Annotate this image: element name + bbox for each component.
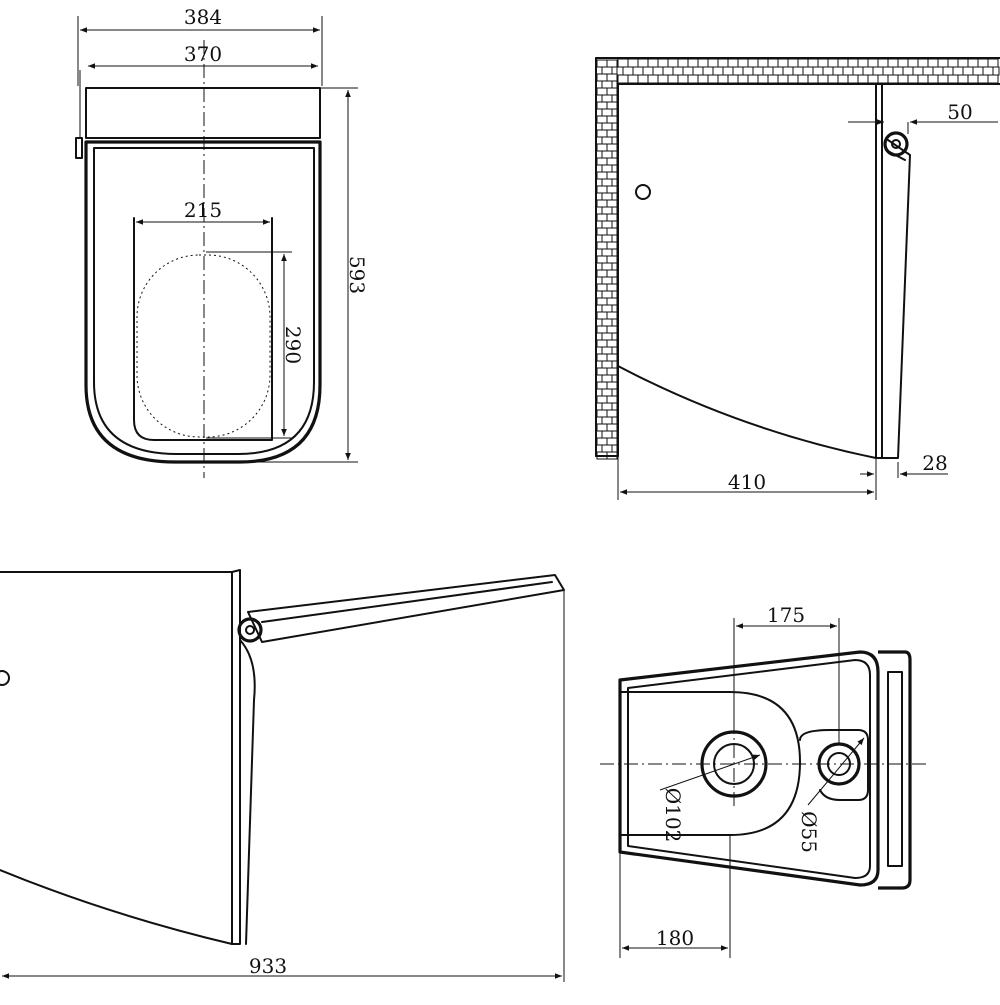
open-lid-view: 933 bbox=[0, 569, 565, 982]
dim-tank-width: 370 bbox=[184, 42, 222, 66]
dim-drain-offset: 180 bbox=[656, 926, 694, 950]
tank-outline bbox=[85, 87, 321, 139]
open-seat-curve bbox=[239, 639, 256, 945]
dim-leader-55 bbox=[807, 737, 865, 806]
open-mount-hole bbox=[0, 670, 10, 686]
open-lid-outline bbox=[247, 574, 565, 643]
dim-seat-thickness: 28 bbox=[922, 451, 947, 475]
dim-leader-102 bbox=[659, 754, 761, 791]
bottom-seat-strip bbox=[878, 650, 912, 890]
bottom-recess bbox=[619, 691, 801, 836]
dim-lid-offset: 50 bbox=[947, 100, 972, 124]
bowl-outline bbox=[84, 140, 322, 464]
side-bowl-outline bbox=[617, 83, 877, 459]
bottom-body-outline bbox=[618, 650, 880, 887]
dim-outlet-diameter: Ø102 bbox=[661, 788, 685, 843]
dim-inlet-diameter: Ø55 bbox=[797, 811, 821, 853]
dim-seat-length: 290 bbox=[281, 326, 305, 364]
dim-seat-width: 215 bbox=[184, 198, 222, 222]
dim-outlet-offset: 175 bbox=[767, 603, 805, 627]
wall-hatching bbox=[596, 58, 1000, 460]
dim-height-open: 933 bbox=[249, 954, 287, 978]
seat-opening bbox=[133, 217, 273, 441]
open-seat-outline bbox=[231, 569, 241, 945]
open-hinge bbox=[237, 617, 263, 643]
bottom-view: Ø102 Ø55 175 180 bbox=[600, 603, 930, 958]
side-hinge bbox=[883, 131, 909, 157]
top-view: 384 370 215 290 593 bbox=[75, 5, 369, 478]
side-view: 50 410 28 bbox=[595, 57, 1000, 500]
side-lid-outline bbox=[881, 139, 911, 459]
side-seat-outline bbox=[875, 83, 883, 459]
dim-overall-length: 593 bbox=[345, 256, 369, 294]
dim-bowl-projection: 410 bbox=[728, 470, 766, 494]
flush-button bbox=[75, 137, 83, 159]
dim-overall-width: 384 bbox=[184, 5, 222, 29]
side-mount-hole bbox=[635, 184, 651, 200]
open-bowl-outline bbox=[0, 571, 233, 945]
